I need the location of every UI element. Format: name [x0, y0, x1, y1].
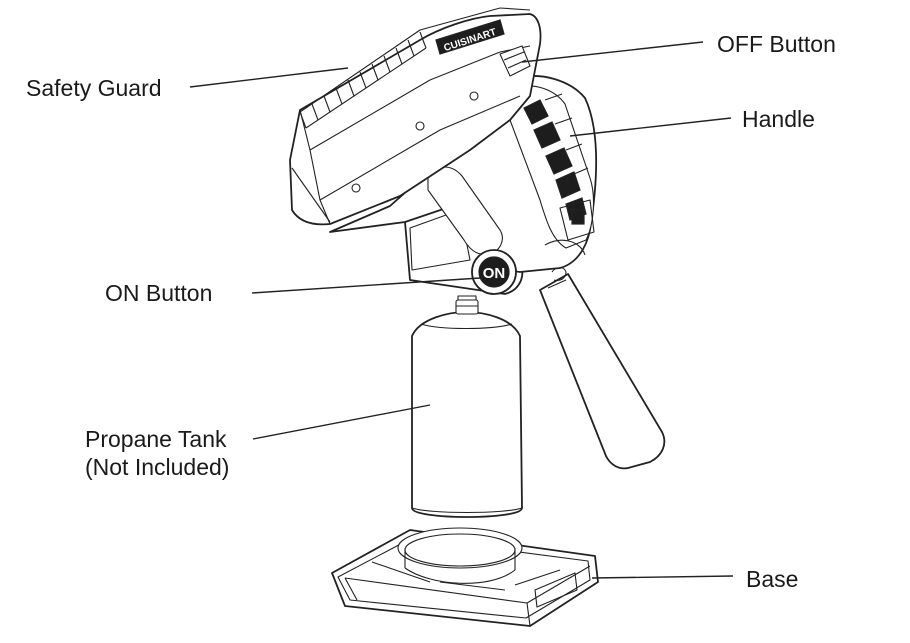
torch-body-illustration: ON CUISINART [289, 7, 598, 295]
on-button-leader [251, 277, 481, 294]
safety-guard-leader [189, 67, 349, 88]
safety-guard-label: Safety Guard [26, 75, 162, 101]
off-button-leader [521, 41, 704, 63]
handle-leader [569, 117, 732, 137]
propane-tank-illustration [411, 295, 523, 518]
on-button-text: ON [483, 265, 506, 282]
base-illustration [331, 527, 599, 627]
propane-tank-leader [252, 404, 431, 440]
base-leader [591, 575, 734, 579]
base-label: Base [746, 566, 799, 592]
propane-tank-label: Propane Tank [85, 426, 227, 452]
on-button-label: ON Button [105, 280, 213, 306]
lever-illustration [539, 266, 666, 470]
handle-label: Handle [742, 106, 815, 132]
propane-tank-note: (Not Included) [85, 454, 230, 480]
off-button-label: OFF Button [717, 31, 836, 57]
